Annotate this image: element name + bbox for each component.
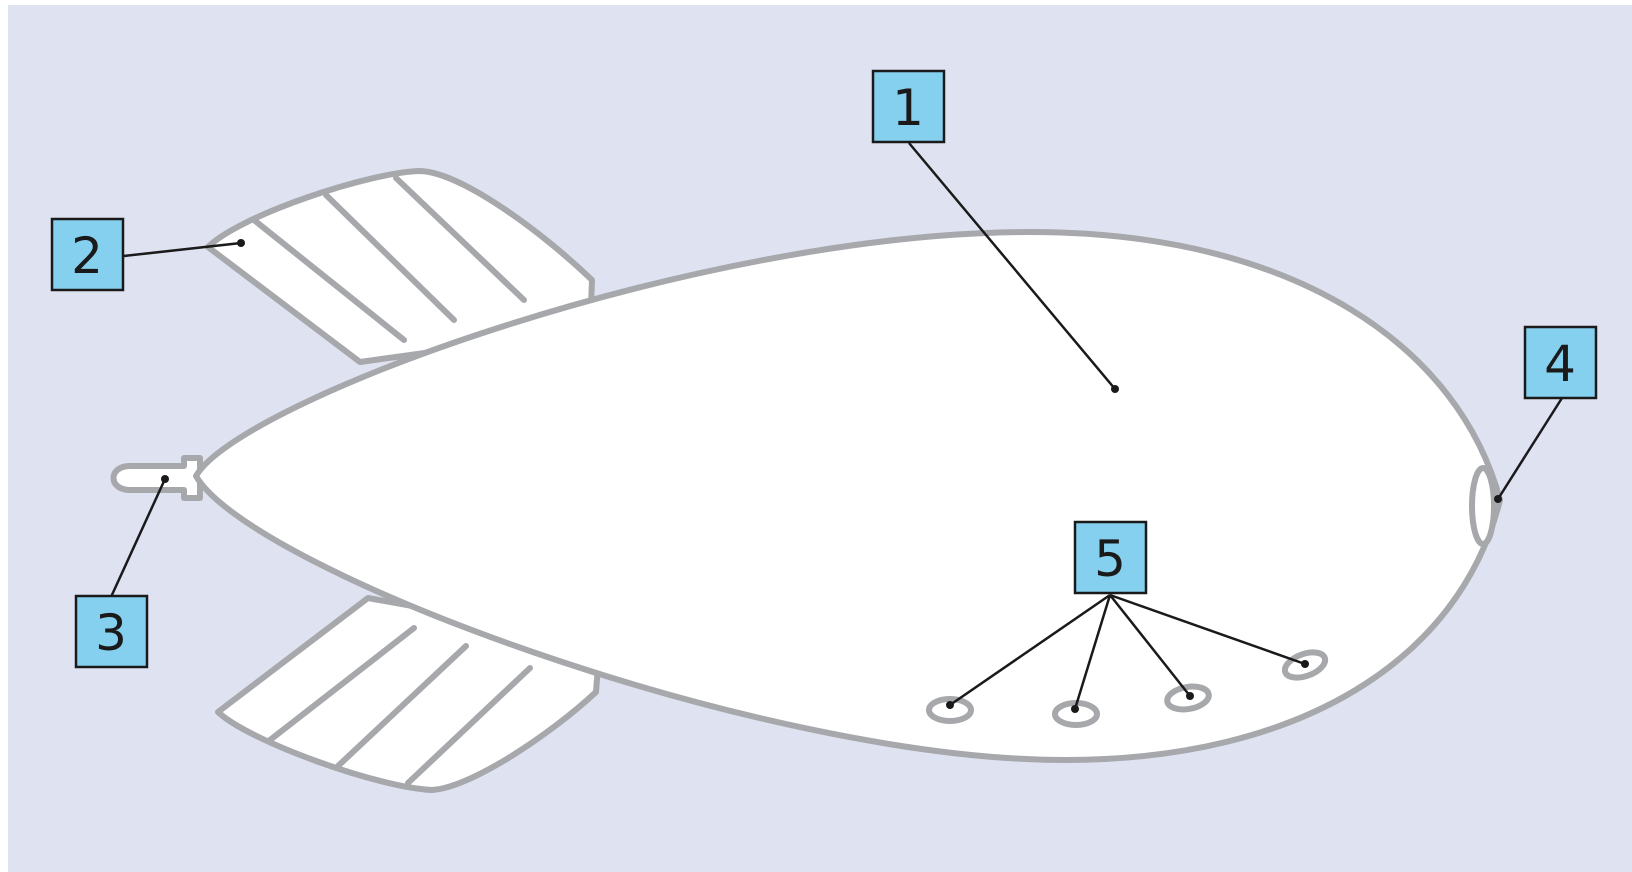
- tail-nozzle: [110, 455, 203, 501]
- nose-ring: [1469, 465, 1497, 547]
- upper-fin: [205, 168, 595, 365]
- underside-ring: [926, 696, 974, 724]
- leader-line-4: [1496, 397, 1564, 500]
- leader-line-5c: [1109, 594, 1191, 697]
- label-text-3: 3: [95, 604, 127, 662]
- leader-dots: [161, 239, 1502, 713]
- label-text-2: 2: [71, 227, 103, 285]
- label-box-1: 1: [871, 69, 946, 144]
- leader-line-5b: [1073, 594, 1112, 710]
- leader-lines: [109, 142, 1564, 710]
- label-text-4: 4: [1544, 335, 1576, 393]
- leader-line-5d: [1109, 593, 1306, 666]
- label-text-1: 1: [892, 79, 924, 137]
- lower-fin: [215, 595, 603, 793]
- leader-line-3: [109, 478, 167, 598]
- label-box-5: 5: [1073, 520, 1148, 595]
- leader-line-2: [123, 241, 242, 258]
- label-box-3: 3: [74, 594, 149, 669]
- leader-line-1: [908, 142, 1116, 390]
- label-text-5: 5: [1094, 530, 1126, 588]
- label-box-2: 2: [50, 217, 125, 292]
- label-box-4: 4: [1523, 325, 1598, 400]
- leader-line-5a: [949, 593, 1111, 707]
